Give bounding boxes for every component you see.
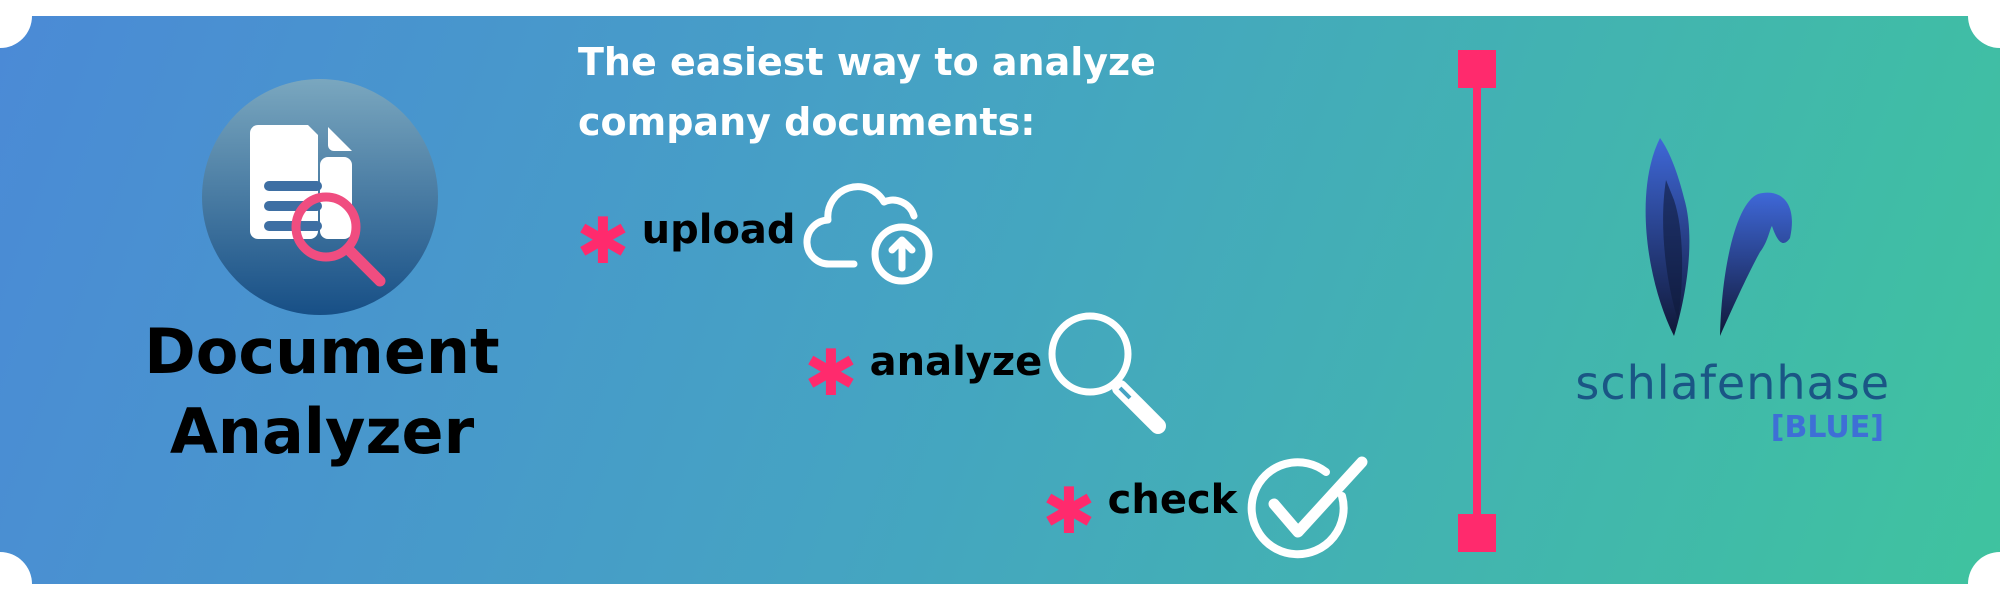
step-label: analyze: [869, 339, 1043, 385]
corner-notch: [0, 0, 32, 48]
document-search-icon: [202, 79, 438, 315]
asterisk-icon: ✱: [804, 337, 858, 411]
check-circle-icon: [1247, 456, 1368, 559]
corner-notch: [1968, 0, 2000, 48]
magnifier-icon: [1048, 312, 1166, 434]
step-upload: ✱ upload: [576, 198, 796, 274]
brand-tag: [BLUE]: [1770, 410, 1884, 445]
corner-notch: [0, 552, 32, 616]
step-label: check: [1107, 477, 1238, 523]
cloud-upload-icon: [803, 183, 933, 285]
tagline-line2: company documents:: [578, 100, 1036, 144]
brand-name: schlafenhase: [1575, 356, 1890, 410]
asterisk-icon: ✱: [576, 205, 630, 279]
bunny-ears-logo-icon: [1645, 138, 1792, 336]
step-check: ✱ check: [1042, 468, 1238, 544]
tagline: The easiest way to analyze company docum…: [578, 32, 1178, 152]
app-title-line2: Analyzer: [169, 395, 475, 468]
step-analyze: ✱ analyze: [804, 330, 1043, 406]
app-title-line1: Document: [144, 315, 500, 388]
tagline-line1: The easiest way to analyze: [578, 40, 1156, 84]
step-label: upload: [641, 207, 796, 253]
corner-notch: [1968, 552, 2000, 616]
asterisk-icon: ✱: [1042, 475, 1096, 549]
app-title: Document Analyzer: [130, 312, 514, 472]
divider-line: [1458, 50, 1496, 552]
